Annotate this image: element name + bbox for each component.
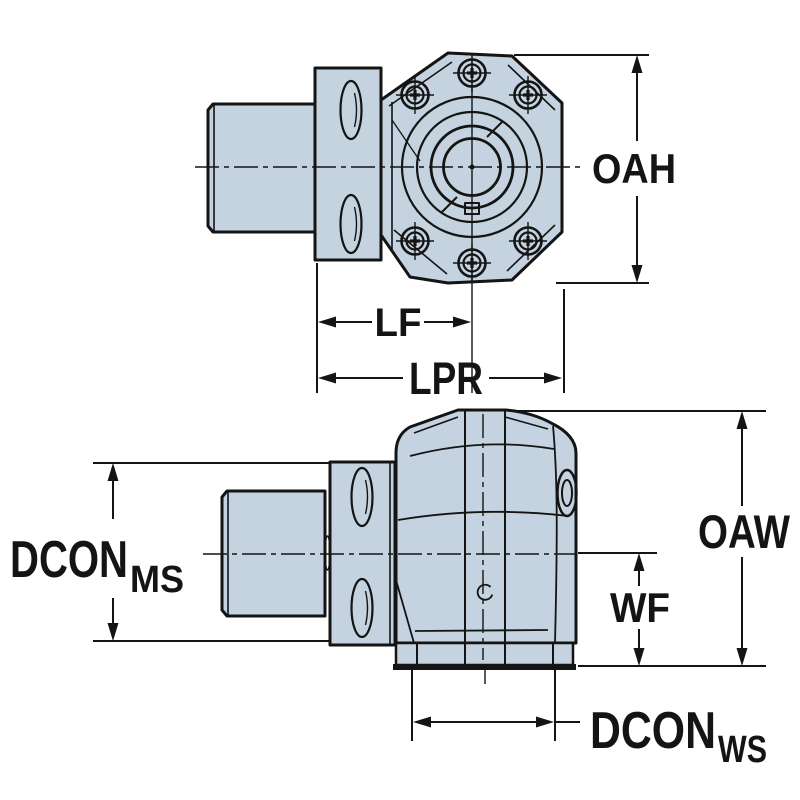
arrowhead-down: [107, 623, 119, 641]
head-outline: [394, 408, 578, 645]
dimension-label-lf: LF: [375, 301, 422, 345]
arrowhead-right: [544, 372, 562, 384]
side-view-body: [220, 408, 578, 667]
chamfer-edge: [504, 416, 549, 430]
dimension-label-dcon-ws-subscript: WS: [718, 729, 767, 771]
dimension-label-dcon-ms: DCON: [10, 531, 128, 589]
arrowhead-right: [453, 316, 471, 328]
side-port-outer: [556, 468, 578, 518]
dimension-dcon-ws: DCON WS: [411, 669, 767, 771]
dimension-label-wf: WF: [610, 584, 670, 631]
set-screw-mark: [476, 583, 494, 601]
arrowhead-left: [318, 316, 336, 328]
front-view-body: [206, 51, 564, 285]
spindle-foot: [394, 641, 575, 667]
facet-edge: [391, 119, 421, 162]
dimension-label-oah: OAH: [592, 145, 676, 192]
side-port-inner: [561, 479, 573, 507]
arrowhead-up: [631, 55, 643, 73]
facet-edge: [395, 579, 415, 644]
dimension-dcon-ms: DCON MS: [10, 462, 330, 642]
front-view: OAH LF LPR: [195, 51, 676, 404]
arrowhead-down: [633, 648, 645, 666]
dimension-lpr: LPR: [318, 289, 565, 404]
arrowhead-down: [631, 265, 643, 283]
dimension-label-dcon-ws: DCON: [590, 702, 716, 760]
dimension-wf: WF: [578, 552, 670, 666]
machine-shank: [206, 102, 317, 234]
side-view: DCON MS OAW WF: [10, 408, 791, 771]
dimension-label-lpr: LPR: [409, 353, 483, 404]
arrowhead-right: [536, 716, 554, 728]
dimension-oaw: OAW: [512, 410, 791, 667]
joint-notch: [324, 535, 331, 571]
flange-section: [313, 66, 383, 262]
arrowhead-up: [633, 553, 645, 571]
arrowhead-left: [318, 372, 336, 384]
arrowhead-up: [107, 463, 119, 481]
dimension-label-oaw: OAW: [698, 505, 791, 558]
chamfer-edge: [413, 416, 459, 434]
drive-slot: [440, 196, 458, 214]
arrowhead-down: [736, 648, 748, 666]
dimension-lf: LF: [316, 263, 471, 393]
arrowhead-up: [736, 411, 748, 429]
dimension-oah: OAH: [514, 54, 676, 284]
body-contour-line: [414, 629, 549, 632]
arrowhead-left: [413, 716, 431, 728]
dimension-label-dcon-ms-subscript: MS: [130, 559, 184, 601]
drive-slot: [486, 120, 504, 138]
facet-edge: [552, 425, 558, 644]
